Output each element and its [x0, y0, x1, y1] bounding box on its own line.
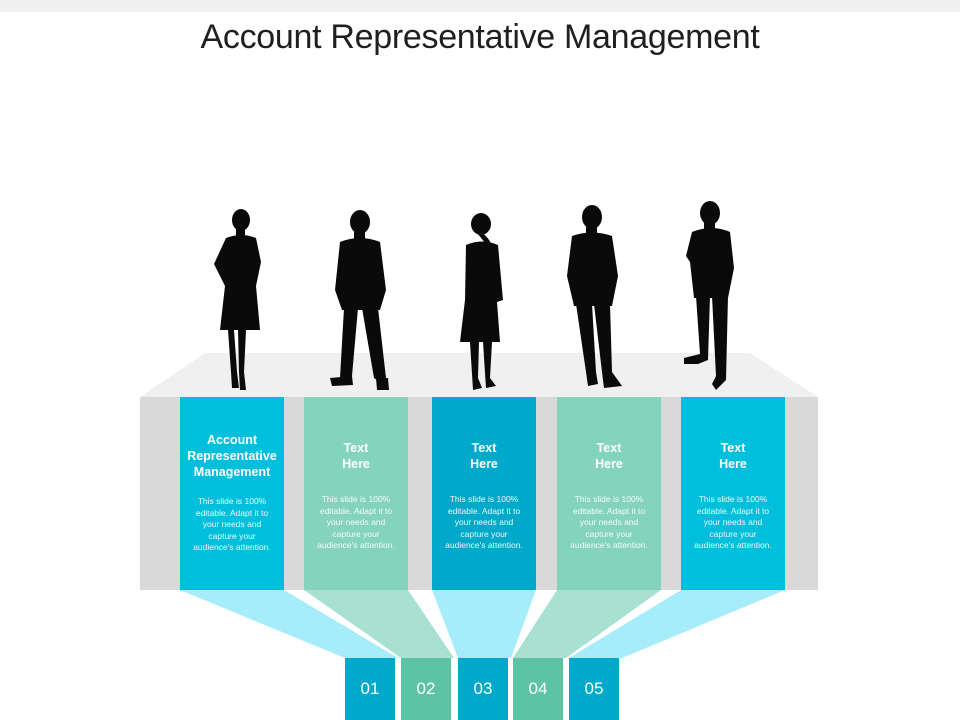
panel-03: Text Here This slide is 100% editable. A…: [432, 397, 536, 590]
panel-description: This slide is 100% editable. Adapt it to…: [570, 494, 648, 550]
businessman-silhouette-icon: [330, 210, 389, 390]
platform-top: [140, 353, 818, 397]
panel-05: Text Here This slide is 100% editable. A…: [681, 397, 785, 590]
businesswoman-silhouette-icon: [460, 213, 503, 390]
panel-description: This slide is 100% editable. Adapt it to…: [694, 494, 772, 550]
connector-01: [180, 590, 398, 658]
panel-title: Text Here: [470, 441, 498, 471]
connector-05: [569, 590, 785, 658]
panel-title: Text Here: [719, 441, 747, 471]
number-box-01: 01: [345, 658, 395, 720]
panel-description: This slide is 100% editable. Adapt it to…: [445, 494, 523, 550]
number-box-04: 04: [513, 658, 563, 720]
panel-title: Text Here: [342, 441, 370, 471]
number-box-02: 02: [401, 658, 451, 720]
connector-03: [432, 590, 536, 658]
connector-04: [513, 590, 661, 658]
panel-description: This slide is 100% editable. Adapt it to…: [193, 496, 271, 552]
page-title: Account Representative Management: [200, 18, 760, 56]
businessman-silhouette-icon: [684, 201, 734, 390]
number-box-03: 03: [458, 658, 508, 720]
panel-description: This slide is 100% editable. Adapt it to…: [317, 494, 395, 550]
panel-title: Text Here: [595, 441, 623, 471]
businesswoman-silhouette-icon: [214, 209, 261, 390]
panel-02: Text Here This slide is 100% editable. A…: [304, 397, 408, 590]
top-bar: [0, 0, 960, 12]
panel-04: Text Here This slide is 100% editable. A…: [557, 397, 661, 590]
panel-title: Account Representative Management: [187, 433, 277, 479]
businessman-silhouette-icon: [567, 205, 622, 388]
number-box-05: 05: [569, 658, 619, 720]
panel-01: Account Representative Management This s…: [180, 397, 284, 590]
connector-02: [304, 590, 454, 658]
